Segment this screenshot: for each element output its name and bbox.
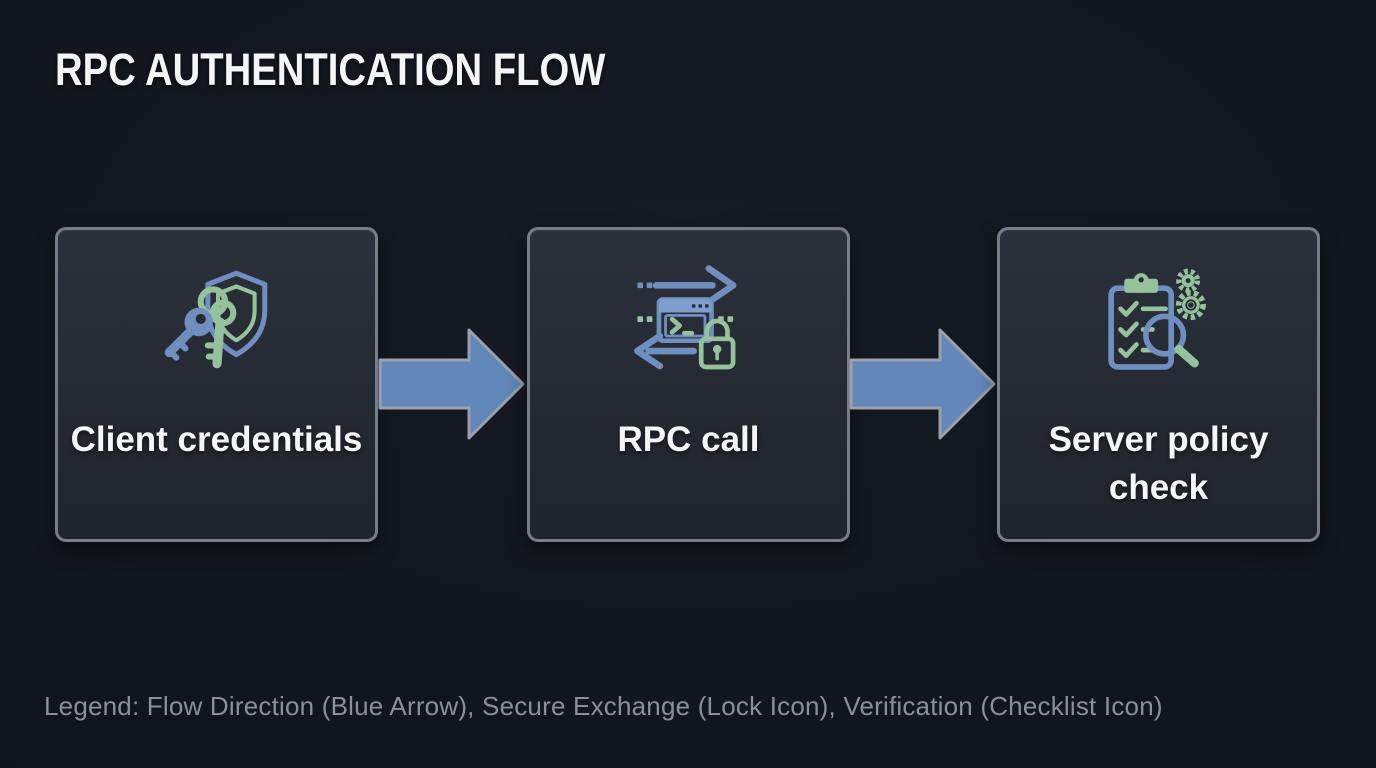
checklist-magnifier-gears-icon: [1107, 268, 1206, 370]
flow-node-client-credentials: Client credentials: [55, 227, 378, 542]
terminal-exchange-lock-icon: [633, 265, 736, 370]
flow-arrow-icon: [849, 328, 996, 440]
flow-node-label: Client credentials: [70, 420, 363, 459]
flow-node-rpc-call: RPC call: [527, 227, 850, 542]
flow-node-server-policy-check: Server policy check: [997, 227, 1320, 542]
diagram-title: RPC AUTHENTICATION FLOW: [55, 44, 606, 95]
flow-node-label: Server policy check: [1048, 420, 1269, 507]
flow-node-label: RPC call: [617, 420, 760, 459]
flow-arrow-icon: [378, 328, 525, 440]
diagram-legend: Legend: Flow Direction (Blue Arrow), Sec…: [44, 691, 1163, 721]
keys-shield-icon: [164, 270, 267, 369]
